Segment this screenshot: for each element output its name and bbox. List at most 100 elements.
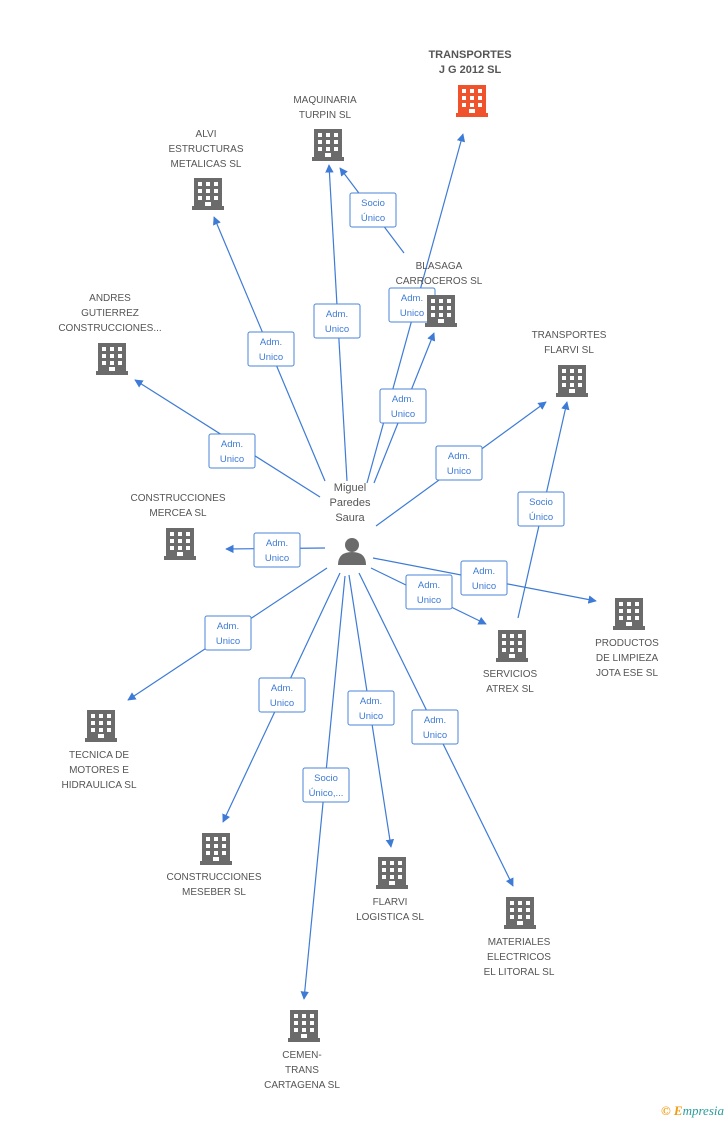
edge-label-line: Unico <box>325 324 349 335</box>
edge-label-line: Adm. <box>271 683 293 694</box>
center-label-line: Paredes <box>330 497 371 509</box>
edge-center-to-transportes-jg: Adm. Unico <box>366 133 466 484</box>
edge-label-line: Unico <box>417 595 441 606</box>
edge-label-line: Unico <box>447 466 471 477</box>
edge-label-line: Adm. <box>424 715 446 726</box>
person-icon <box>338 538 366 565</box>
edge-label-line: Adm. <box>326 309 348 320</box>
edge-label-line: Adm. <box>418 580 440 591</box>
edge-label-box <box>405 574 453 610</box>
building-icon <box>496 630 528 662</box>
edge-label-line: Unico <box>259 352 283 363</box>
node-label-line: GUTIERREZ <box>81 308 139 319</box>
edge-label-line: Unico <box>270 698 294 709</box>
building-icon <box>312 129 344 161</box>
edge-label-line: Adm. <box>392 394 414 405</box>
building-icon <box>456 85 488 117</box>
edge-label-line: Unico <box>216 636 240 647</box>
edge-center-to-tecnica-motores: Adm. Unico <box>127 567 328 701</box>
node-label-line: J G 2012 SL <box>439 64 502 76</box>
edge-label-box <box>349 192 397 228</box>
edge-label-box <box>517 491 565 527</box>
edge-center-to-alvi-estructuras: Adm. Unico <box>213 216 326 482</box>
node-label-line: JOTA ESE SL <box>596 668 658 679</box>
node-transportes-jg[interactable]: TRANSPORTES J G 2012 SL <box>428 49 512 117</box>
edge-label-box <box>204 615 252 651</box>
node-label-line: HIDRAULICA SL <box>61 780 136 791</box>
edge-label-line: Adm. <box>401 293 423 304</box>
node-label-line: DE LIMPIEZA <box>596 653 659 664</box>
copyright-icon: © <box>660 1103 671 1118</box>
edge-label-line: Único <box>529 512 553 523</box>
node-label-line: MERCEA SL <box>149 508 207 519</box>
edge-label-line: Adm. <box>221 439 243 450</box>
node-label-line: ALVI <box>196 129 217 140</box>
node-label-line: FLARVI <box>373 897 408 908</box>
node-label-line: CONSTRUCCIONES <box>130 493 225 504</box>
node-cemen-trans[interactable]: CEMEN- TRANS CARTAGENA SL <box>264 1010 340 1091</box>
edge-label-box <box>313 303 361 339</box>
node-blasaga-carroceros[interactable]: BLASAGA CARROCEROS SL <box>396 261 483 327</box>
edge-label-line: Unico <box>359 711 383 722</box>
node-label-line: CONSTRUCCIONES <box>166 872 261 883</box>
edge-label-line: Adm. <box>266 538 288 549</box>
edge-center-to-flarvi-logistica: Adm.Unico <box>347 574 395 848</box>
node-label-line: MESEBER SL <box>182 887 246 898</box>
node-label-line: BLASAGA <box>416 261 463 272</box>
node-label-line: TRANS <box>285 1065 319 1076</box>
node-construcciones-meseber[interactable]: CONSTRUCCIONES MESEBER SL <box>166 833 262 898</box>
edge-label-line: Adm. <box>448 451 470 462</box>
node-label-line: EL LITORAL SL <box>484 967 555 978</box>
node-label-line: METALICAS SL <box>171 159 242 170</box>
edge-label-line: Adm. <box>217 621 239 632</box>
edge-center-to-construcciones-mercea: Adm.Unico <box>225 532 326 568</box>
edge-center-to-servicios-atrex: Adm. Unico <box>370 567 487 625</box>
edge-label-line: Adm. <box>260 337 282 348</box>
node-label-line: TRANSPORTES <box>428 49 511 61</box>
node-label-line: CEMEN- <box>282 1050 321 1061</box>
building-icon <box>200 833 232 865</box>
node-label-line: MAQUINARIA <box>293 95 357 106</box>
edge-center-to-materiales-electricos: Adm. Unico <box>358 572 514 887</box>
edges-layer: Adm.UnicoAdm.UnicoSocioÚnicoAdm.UnicoAdm… <box>127 133 597 1000</box>
building-icon <box>613 598 645 630</box>
edge-label-box <box>347 690 395 726</box>
building-icon <box>192 178 224 210</box>
edge-label-box <box>253 532 301 568</box>
node-label-line: CONSTRUCCIONES... <box>58 323 161 334</box>
node-label-line: CARROCEROS SL <box>396 276 483 287</box>
node-label-line: ATREX SL <box>486 684 534 695</box>
node-label-line: TECNICA DE <box>69 750 129 761</box>
node-label-line: CARTAGENA SL <box>264 1080 340 1091</box>
edge-label-line: Socio <box>314 773 338 784</box>
edge-label-box <box>208 433 256 469</box>
edge-label-box <box>247 331 295 367</box>
building-icon <box>85 710 117 742</box>
edge-label-box <box>460 560 508 596</box>
building-icon <box>164 528 196 560</box>
edge-label-line: Unico <box>400 308 424 319</box>
edge-label-line: Socio <box>529 497 553 508</box>
node-label-line: MATERIALES <box>488 937 551 948</box>
node-construcciones-mercea[interactable]: CONSTRUCCIONES MERCEA SL <box>130 493 226 560</box>
node-label-line: ANDRES <box>89 293 131 304</box>
node-andres-gutierrez[interactable]: ANDRES GUTIERREZ CONSTRUCCIONES... <box>58 293 162 375</box>
edge-label-box <box>258 677 306 713</box>
edge-center-to-transportes-flarvi: Adm. Unico <box>375 401 547 527</box>
edge-label-line: Unico <box>472 581 496 592</box>
center-label-line: Miguel <box>334 482 366 494</box>
building-icon <box>376 857 408 889</box>
